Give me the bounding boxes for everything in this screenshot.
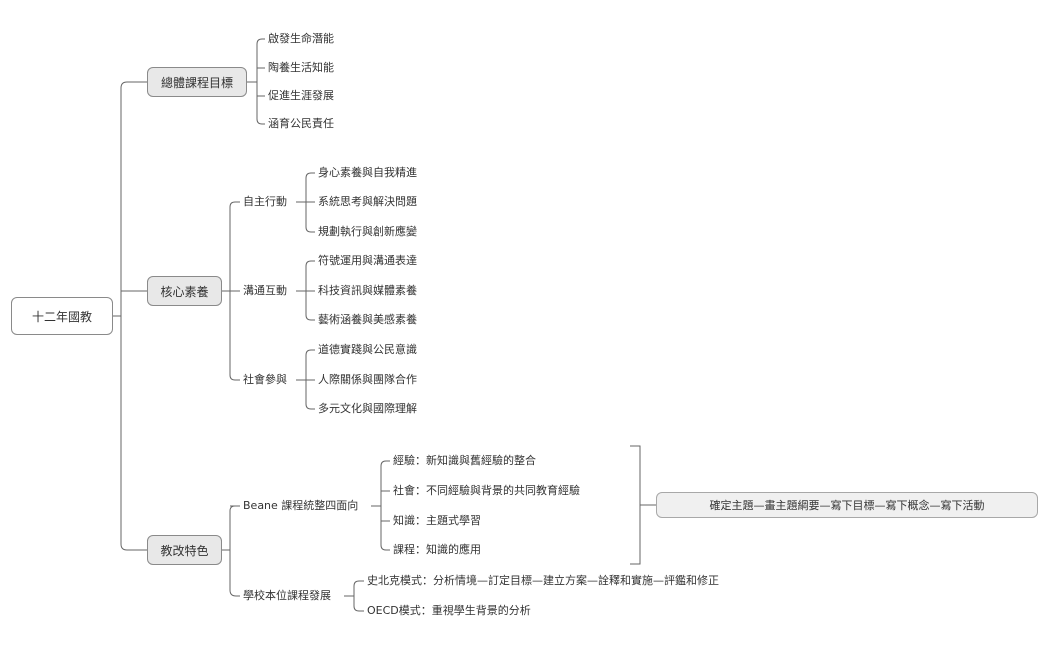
core-item[interactable]: 人際關係與團隊合作 — [318, 373, 417, 386]
beane-item[interactable]: 課程：知識的應用 — [393, 543, 481, 556]
beane-item[interactable]: 知識：主題式學習 — [393, 514, 481, 527]
beane-item[interactable]: 經驗：新知識與舊經驗的整合 — [393, 454, 536, 467]
goals-node[interactable]: 總體課程目標 — [147, 67, 247, 97]
core-item[interactable]: 藝術涵養與美感素養 — [318, 313, 417, 326]
beane-label[interactable]: Beane 課程統整四面向 — [243, 499, 359, 512]
school-label[interactable]: 學校本位課程發展 — [243, 589, 331, 602]
core-node[interactable]: 核心素養 — [147, 276, 222, 306]
school-item[interactable]: 史北克模式：分析情境—訂定目標—建立方案—詮釋和實施—評鑑和修正 — [367, 574, 719, 587]
core-item[interactable]: 多元文化與國際理解 — [318, 402, 417, 415]
goal-item[interactable]: 促進生涯發展 — [268, 89, 334, 102]
school-item[interactable]: OECD模式：重視學生背景的分析 — [367, 604, 531, 617]
core-group-label[interactable]: 自主行動 — [243, 195, 287, 208]
core-item[interactable]: 身心素養與自我精進 — [318, 166, 417, 179]
core-group-label[interactable]: 溝通互動 — [243, 284, 287, 297]
core-item[interactable]: 系統思考與解決問題 — [318, 195, 417, 208]
core-item[interactable]: 符號運用與溝通表達 — [318, 254, 417, 267]
root-node[interactable]: 十二年國教 — [11, 297, 113, 335]
core-item[interactable]: 科技資訊與媒體素養 — [318, 284, 417, 297]
goal-item[interactable]: 啟發生命潛能 — [268, 32, 334, 45]
core-group-label[interactable]: 社會參與 — [243, 373, 287, 386]
beane-summary-node[interactable]: 確定主題—畫主題綱要—寫下目標—寫下概念—寫下活動 — [656, 492, 1038, 518]
beane-item[interactable]: 社會：不同經驗與背景的共同教育經驗 — [393, 484, 580, 497]
core-item[interactable]: 道德實踐與公民意識 — [318, 343, 417, 356]
goal-item[interactable]: 涵育公民責任 — [268, 117, 334, 130]
core-item[interactable]: 規劃執行與創新應變 — [318, 225, 417, 238]
goal-item[interactable]: 陶養生活知能 — [268, 61, 334, 74]
reform-node[interactable]: 教改特色 — [147, 535, 222, 565]
